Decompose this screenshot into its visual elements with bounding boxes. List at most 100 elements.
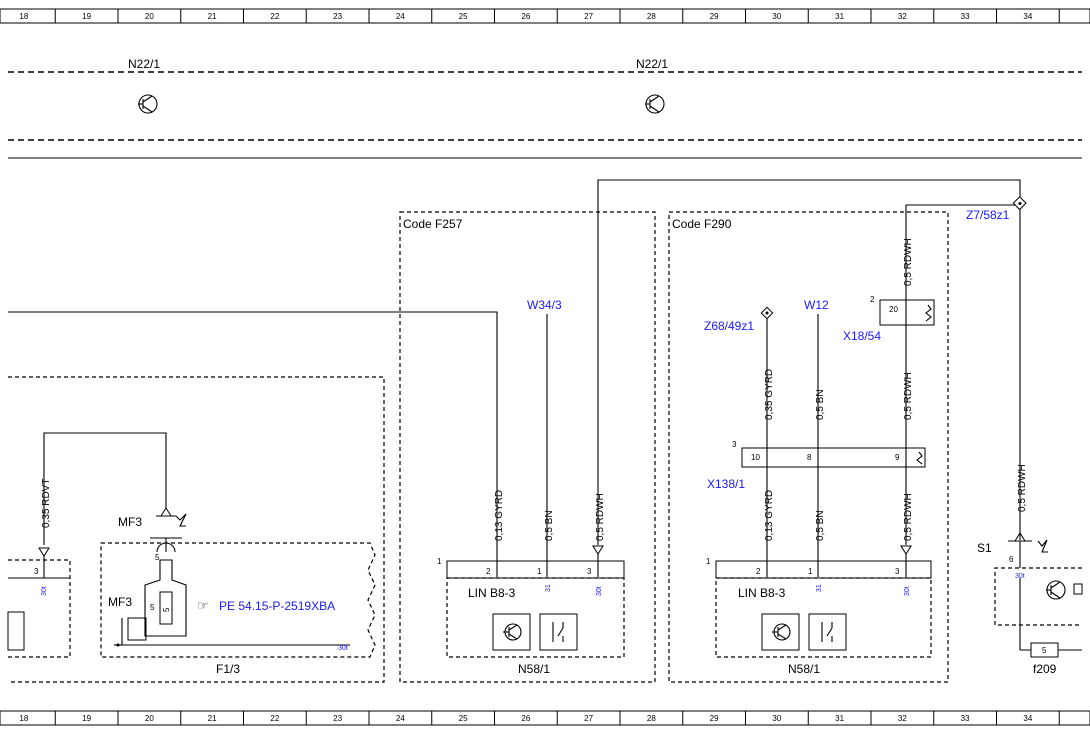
section-f13: 3 30t 0,35 RDVT MF3 5 5 5 MF3 30t ☞ PE 5… bbox=[7, 376, 385, 683]
wire-rdwh-top-f290: 0,5 RDWH bbox=[903, 238, 914, 286]
mf3-top-label: MF3 bbox=[118, 515, 142, 529]
code-f257-title: Code F257 bbox=[403, 217, 463, 231]
x138-num: 3 bbox=[732, 440, 737, 449]
f13-label: F1/3 bbox=[216, 662, 240, 676]
x18-pin: 20 bbox=[889, 305, 898, 314]
pin-30-left: 30t bbox=[41, 586, 48, 596]
pin-30-f257: 30t bbox=[596, 586, 603, 596]
fuse-num-right: 5 bbox=[1042, 646, 1047, 655]
pin-1-f257: 1 bbox=[537, 567, 542, 576]
pin-30-f290: 30t bbox=[904, 586, 911, 596]
n22-left-label: N22/1 bbox=[128, 57, 160, 71]
grid-column-label: 20 bbox=[145, 714, 154, 723]
switch-icon bbox=[539, 613, 578, 651]
n22-band: N22/1 N22/1 bbox=[8, 57, 1082, 159]
wire-bn-lower-f290: 0,5 BN bbox=[815, 510, 826, 541]
pin-1-f290: 1 bbox=[808, 567, 813, 576]
grid-column-label: 21 bbox=[208, 12, 217, 21]
w12-label[interactable]: W12 bbox=[804, 298, 829, 312]
grid-column-label: 24 bbox=[396, 714, 405, 723]
grid-column-label: 26 bbox=[521, 714, 530, 723]
n22-right-label: N22/1 bbox=[636, 57, 668, 71]
x18-label[interactable]: X18/54 bbox=[843, 329, 881, 343]
grid-column-label: 25 bbox=[459, 12, 468, 21]
grid-column-label: 21 bbox=[208, 714, 217, 723]
grid-column-label: 30 bbox=[772, 12, 781, 21]
pin-31-f290: 31 bbox=[816, 584, 823, 592]
wire-rdwh-mid-f290: 0,5 RDWH bbox=[903, 372, 914, 420]
pin-2-f257: 2 bbox=[486, 567, 491, 576]
transistor-icon bbox=[761, 613, 800, 651]
grid-column-label: 18 bbox=[19, 12, 28, 21]
grid-column-label: 19 bbox=[82, 12, 91, 21]
feeder-wires bbox=[8, 179, 1027, 545]
mf3-mid-label: MF3 bbox=[108, 595, 132, 609]
x138-label[interactable]: X138/1 bbox=[707, 477, 745, 491]
section-code-f290: Code F290 Z68/49z1 W12 2 20 X18/54 0,5 R… bbox=[668, 211, 949, 683]
section-code-f257: Code F257 W34/3 0,13 GYRD 0,5 BN 0,5 RDW… bbox=[399, 211, 656, 683]
connector-num-f257: 1 bbox=[437, 557, 442, 566]
wire-bn-f257: 0,5 BN bbox=[544, 510, 555, 541]
grid-column-label: 22 bbox=[270, 12, 279, 21]
grid-column-label: 31 bbox=[835, 12, 844, 21]
s1-label: S1 bbox=[977, 541, 992, 555]
pin-5-side: 5 bbox=[150, 603, 155, 612]
wire-rdwh-lower-f290: 0,5 RDWH bbox=[903, 493, 914, 541]
pin-2-f290: 2 bbox=[756, 567, 761, 576]
wire-rdvt-label: 0,35 RDVT bbox=[41, 479, 52, 528]
module-n581-f290: N58/1 bbox=[788, 662, 820, 676]
z68-label[interactable]: Z68/49z1 bbox=[704, 319, 754, 333]
grid-column-label: 26 bbox=[521, 12, 530, 21]
pin-3-f257: 3 bbox=[587, 567, 592, 576]
pin-6-right: 6 bbox=[1009, 555, 1014, 564]
grid-column-label: 23 bbox=[333, 12, 342, 21]
grid-column-label: 28 bbox=[647, 714, 656, 723]
wire-bn-upper-f290: 0,5 BN bbox=[815, 389, 826, 420]
wire-gyrd-f257: 0,13 GYRD bbox=[494, 490, 505, 541]
pin-3-left: 3 bbox=[34, 567, 39, 576]
grid-column-label: 32 bbox=[898, 714, 907, 723]
pin-3-f290: 3 bbox=[895, 567, 900, 576]
reference-link[interactable]: PE 54.15-P-2519XBA bbox=[219, 599, 335, 613]
grid-column-label: 29 bbox=[710, 12, 719, 21]
x138-pin-8: 8 bbox=[807, 453, 812, 462]
lin-label-f257: LIN B8-3 bbox=[468, 586, 516, 600]
wire-rdwh-f257: 0,5 RDWH bbox=[595, 493, 606, 541]
wire-rdwh-right: 0,5 RDWH bbox=[1017, 464, 1028, 512]
section-s1: Z7/58z1 0,5 RDWH S1 6 30t 5 f209 bbox=[966, 208, 1083, 676]
connector-num-f290: 1 bbox=[706, 557, 711, 566]
transistor-icon bbox=[492, 613, 531, 651]
wire-gyrd-upper-f290: 0,35 GYRD bbox=[764, 369, 775, 420]
pin-5-fuse-label: 5 bbox=[162, 607, 171, 612]
switch-icon bbox=[808, 613, 847, 651]
w343-label[interactable]: W34/3 bbox=[527, 298, 562, 312]
lin-label-f290: LIN B8-3 bbox=[738, 586, 786, 600]
grid-column-label: 29 bbox=[710, 714, 719, 723]
f209-label: f209 bbox=[1033, 662, 1057, 676]
grid-column-label: 30 bbox=[772, 714, 781, 723]
x138-pin-10: 10 bbox=[751, 453, 760, 462]
module-n581-f257: N58/1 bbox=[518, 662, 550, 676]
x18-num: 2 bbox=[870, 295, 875, 304]
grid-column-label: 33 bbox=[961, 12, 970, 21]
grid-column-label: 24 bbox=[396, 12, 405, 21]
grid-column-label: 18 bbox=[19, 714, 28, 723]
grid-column-label: 32 bbox=[898, 12, 907, 21]
grid-column-label: 19 bbox=[82, 714, 91, 723]
grid-column-label: 20 bbox=[145, 12, 154, 21]
grid-column-label: 34 bbox=[1023, 714, 1032, 723]
pointing-hand-icon: ☞ bbox=[197, 598, 209, 613]
grid-column-label: 28 bbox=[647, 12, 656, 21]
grid-column-label: 31 bbox=[835, 714, 844, 723]
grid-column-label: 34 bbox=[1023, 12, 1032, 21]
z7-label[interactable]: Z7/58z1 bbox=[966, 208, 1010, 222]
transistor-icon bbox=[645, 94, 665, 114]
code-f290-title: Code F290 bbox=[672, 217, 732, 231]
pin-30-right: 30t bbox=[1015, 573, 1025, 580]
grid-column-label: 27 bbox=[584, 12, 593, 21]
grid-column-label: 33 bbox=[961, 714, 970, 723]
x138-pin-9: 9 bbox=[895, 453, 900, 462]
grid-column-label: 22 bbox=[270, 714, 279, 723]
